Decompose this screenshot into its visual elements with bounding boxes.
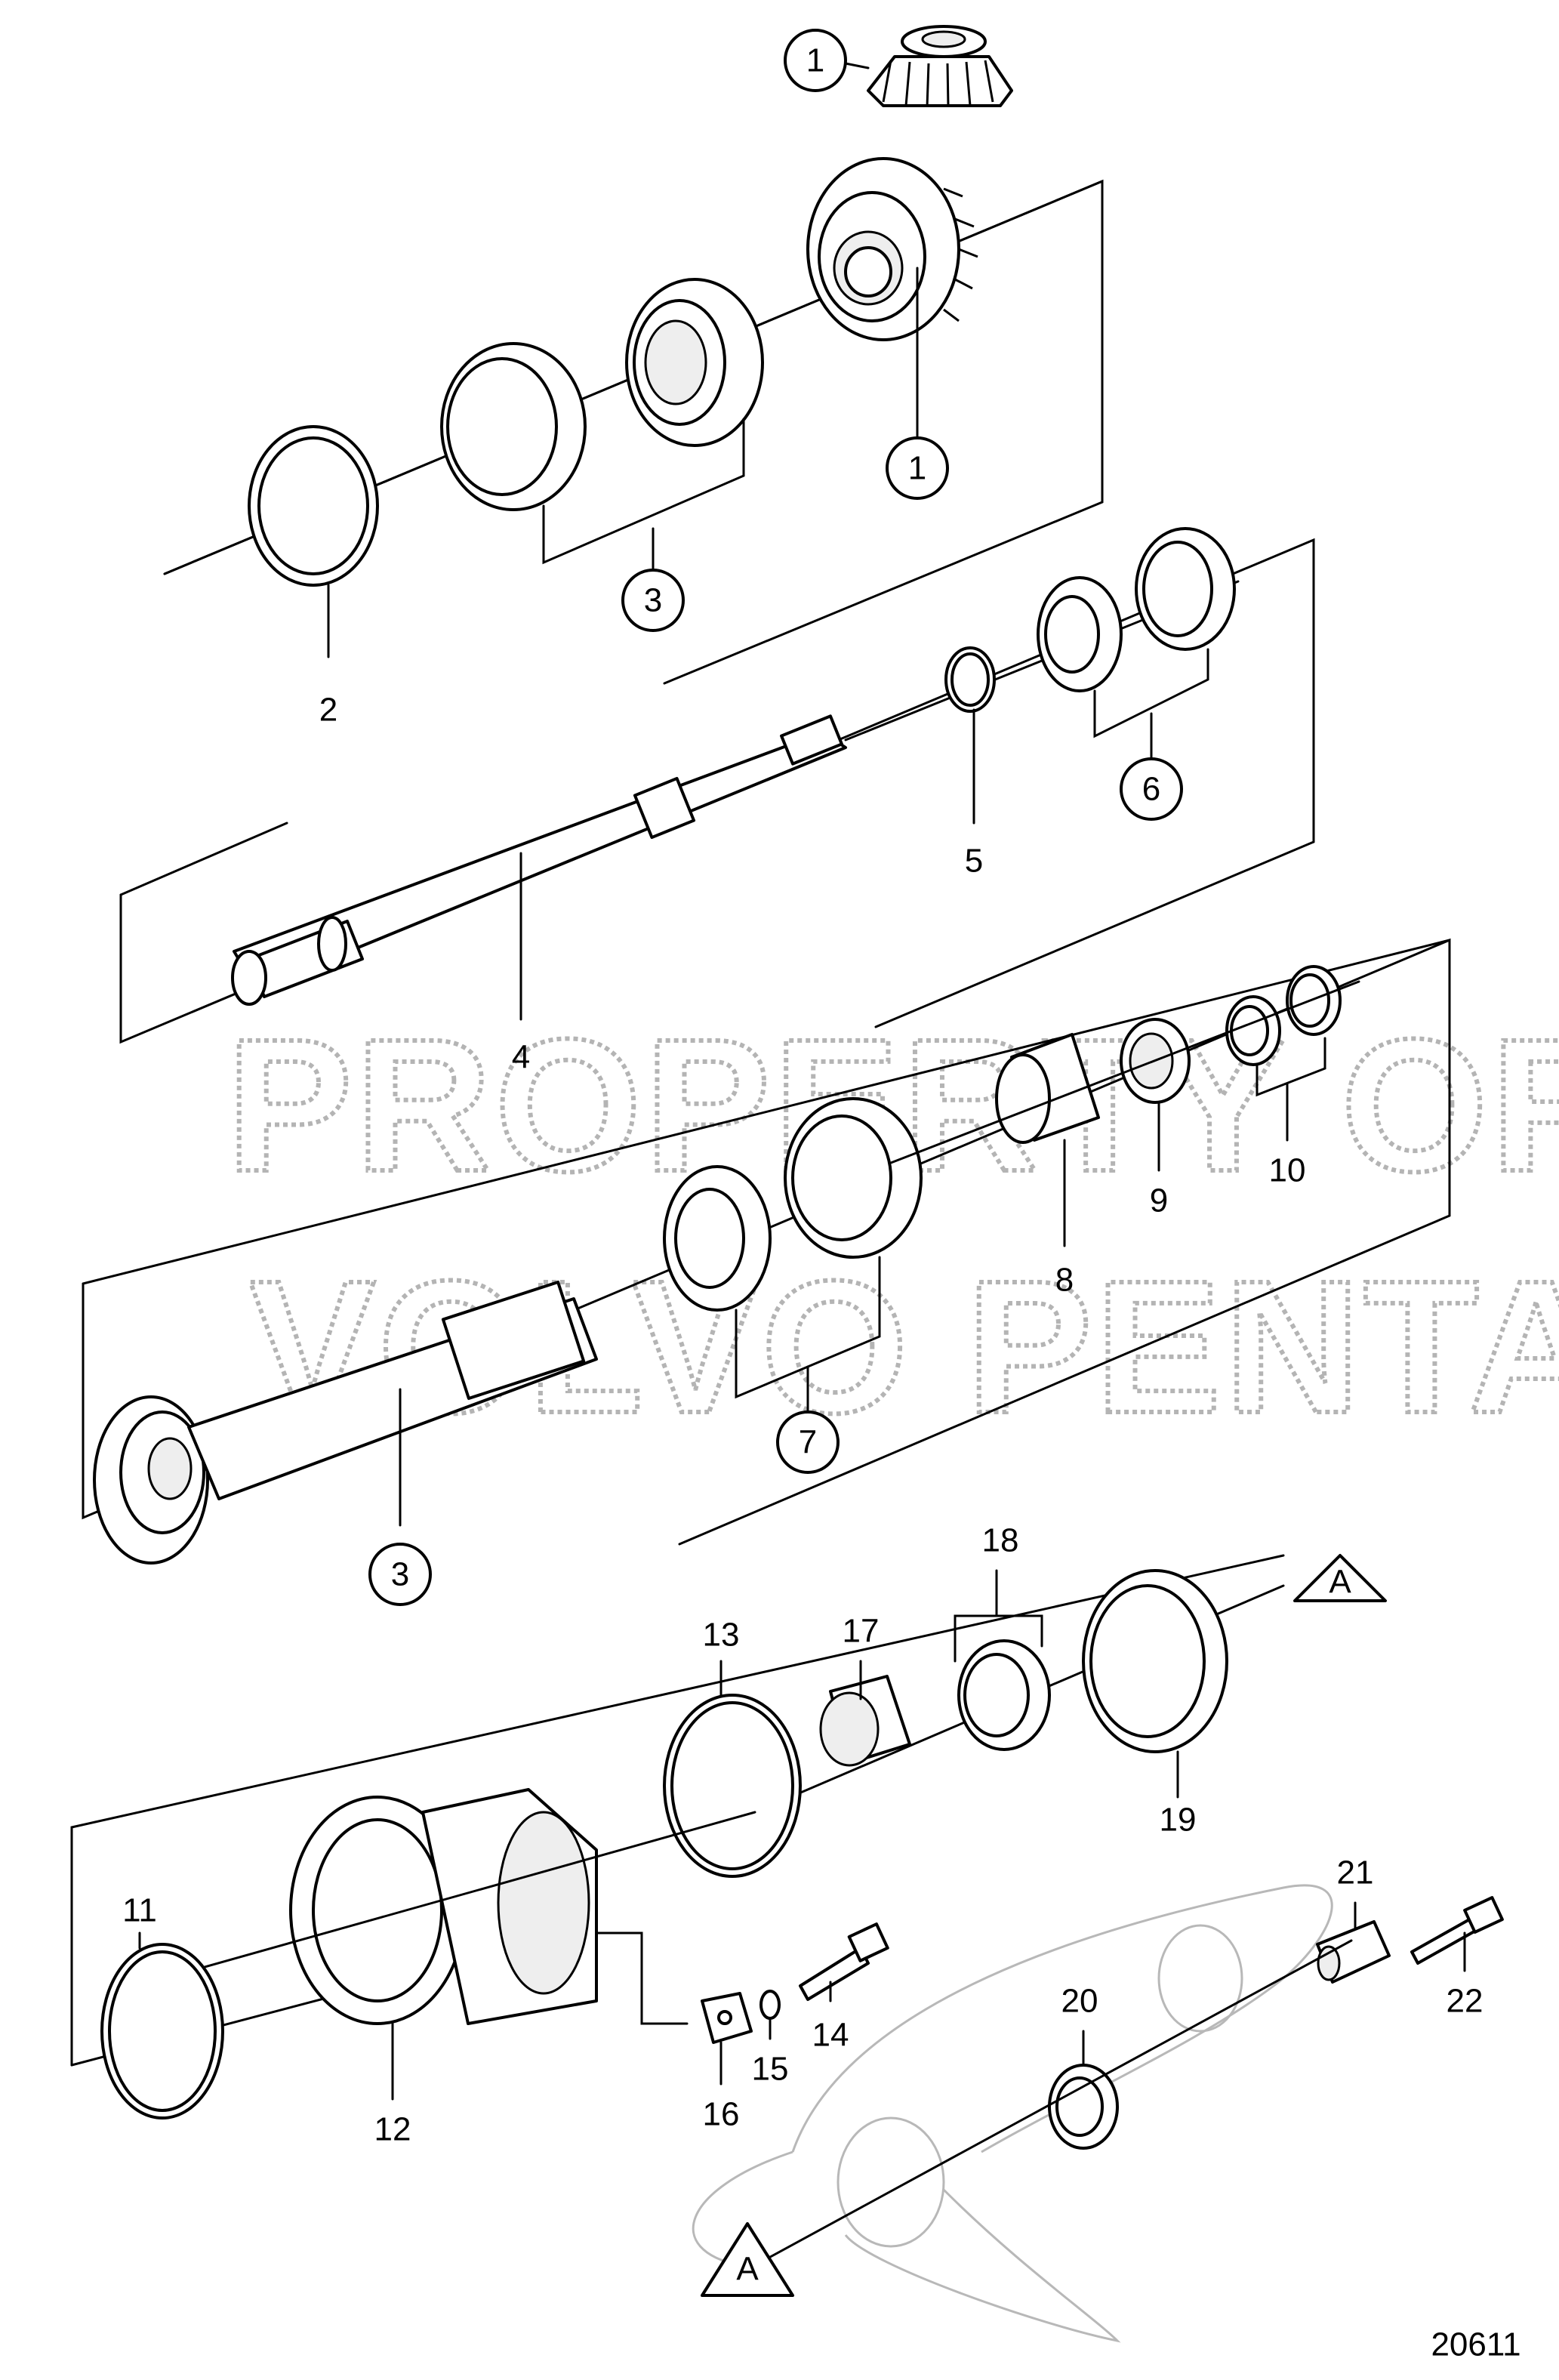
part-7-taper-bearing <box>663 1097 923 1312</box>
svg-text:21: 21 <box>1337 1854 1374 1891</box>
part-18-seal <box>957 1639 1051 1751</box>
svg-text:3: 3 <box>391 1556 409 1593</box>
svg-text:15: 15 <box>752 2051 789 2088</box>
part-3-pinion-gear-shaft <box>93 1280 598 1565</box>
part-20-nut <box>1048 2064 1119 2150</box>
svg-text:1: 1 <box>908 450 926 487</box>
callout-6: 6 <box>1120 757 1183 821</box>
callout-14: 14 <box>812 2017 849 2054</box>
callout-18: 18 <box>982 1522 1019 1559</box>
svg-text:8: 8 <box>1055 1262 1074 1299</box>
svg-text:11: 11 <box>122 1892 157 1929</box>
part-2-shim <box>248 425 379 587</box>
svg-text:20: 20 <box>1061 1983 1098 2020</box>
callout-17: 17 <box>843 1613 880 1650</box>
part-14-screw <box>799 1922 889 2001</box>
svg-text:10: 10 <box>1269 1152 1306 1189</box>
callout-22: 22 <box>1447 1983 1484 2020</box>
callout-5: 5 <box>965 843 983 880</box>
callout-3a: 3 <box>621 569 685 632</box>
part-21-spacer <box>1316 1920 1391 1984</box>
part-1-pinion-gear <box>829 25 1013 108</box>
reference-marker-bottom: A <box>701 2222 794 2297</box>
svg-text:19: 19 <box>1160 1802 1197 1839</box>
part-5-o-ring <box>944 646 996 713</box>
part-4-output-shaft <box>231 714 847 1006</box>
svg-text:6: 6 <box>1142 771 1160 808</box>
svg-text:17: 17 <box>843 1613 880 1650</box>
callout-15: 15 <box>752 2051 789 2088</box>
figure-number: 20611 <box>1431 2326 1520 2363</box>
part-22-bolt <box>1410 1896 1504 1965</box>
callout-19: 19 <box>1160 1802 1197 1839</box>
reference-marker-top: A <box>1293 1554 1387 1602</box>
svg-text:7: 7 <box>799 1424 817 1461</box>
callout-9: 9 <box>1150 1182 1168 1219</box>
svg-text:2: 2 <box>319 692 337 729</box>
part-15-washer <box>759 1990 781 2020</box>
part-3-bearing-cup-upper <box>440 342 587 511</box>
callout-8: 8 <box>1055 1262 1074 1299</box>
callout-16: 16 <box>703 2096 740 2133</box>
svg-text:9: 9 <box>1150 1182 1168 1219</box>
marker-a-top-label: A <box>1329 1564 1351 1601</box>
part-8-bearing-sleeve <box>995 1033 1100 1144</box>
svg-text:3: 3 <box>644 582 662 619</box>
part-13-o-ring <box>663 1694 802 1878</box>
svg-text:4: 4 <box>512 1039 530 1076</box>
callout-1a: 1 <box>784 29 847 92</box>
svg-text:18: 18 <box>982 1522 1019 1559</box>
callout-2: 2 <box>319 692 337 729</box>
callout-7: 7 <box>776 1410 840 1474</box>
svg-text:22: 22 <box>1447 1983 1484 2020</box>
part-3-taper-bearing-upper <box>625 278 764 447</box>
callout-12: 12 <box>374 2111 411 2148</box>
svg-text:12: 12 <box>374 2111 411 2148</box>
callout-13: 13 <box>703 1617 740 1654</box>
part-19-ring-nut <box>1082 1569 1228 1753</box>
svg-text:1: 1 <box>806 42 824 79</box>
callout-1b: 1 <box>886 436 949 500</box>
part-1-crown-gear <box>806 157 978 341</box>
callout-10: 10 <box>1269 1152 1306 1189</box>
callout-21: 21 <box>1337 1854 1374 1891</box>
propeller-outline <box>692 1884 1333 2343</box>
watermark: PROPERTY OF VOLVO PENTA <box>224 997 1559 1454</box>
svg-text:13: 13 <box>703 1617 740 1654</box>
callout-20: 20 <box>1061 1983 1098 2020</box>
part-16-lock-plate <box>701 1992 753 2044</box>
callout-3b: 3 <box>368 1543 432 1606</box>
svg-text:5: 5 <box>965 843 983 880</box>
part-12-bearing-housing <box>289 1788 598 2025</box>
marker-a-bottom-label: A <box>736 2251 759 2288</box>
callout-4: 4 <box>512 1039 530 1076</box>
part-6-taper-bearing <box>1037 527 1236 692</box>
svg-text:16: 16 <box>703 2096 740 2133</box>
part-17-needle-bearing <box>819 1675 911 1767</box>
svg-text:14: 14 <box>812 2017 849 2054</box>
part-11-o-ring <box>100 1943 224 2119</box>
assembly-box-pinion <box>82 938 1451 1546</box>
callout-11: 11 <box>122 1892 157 1929</box>
